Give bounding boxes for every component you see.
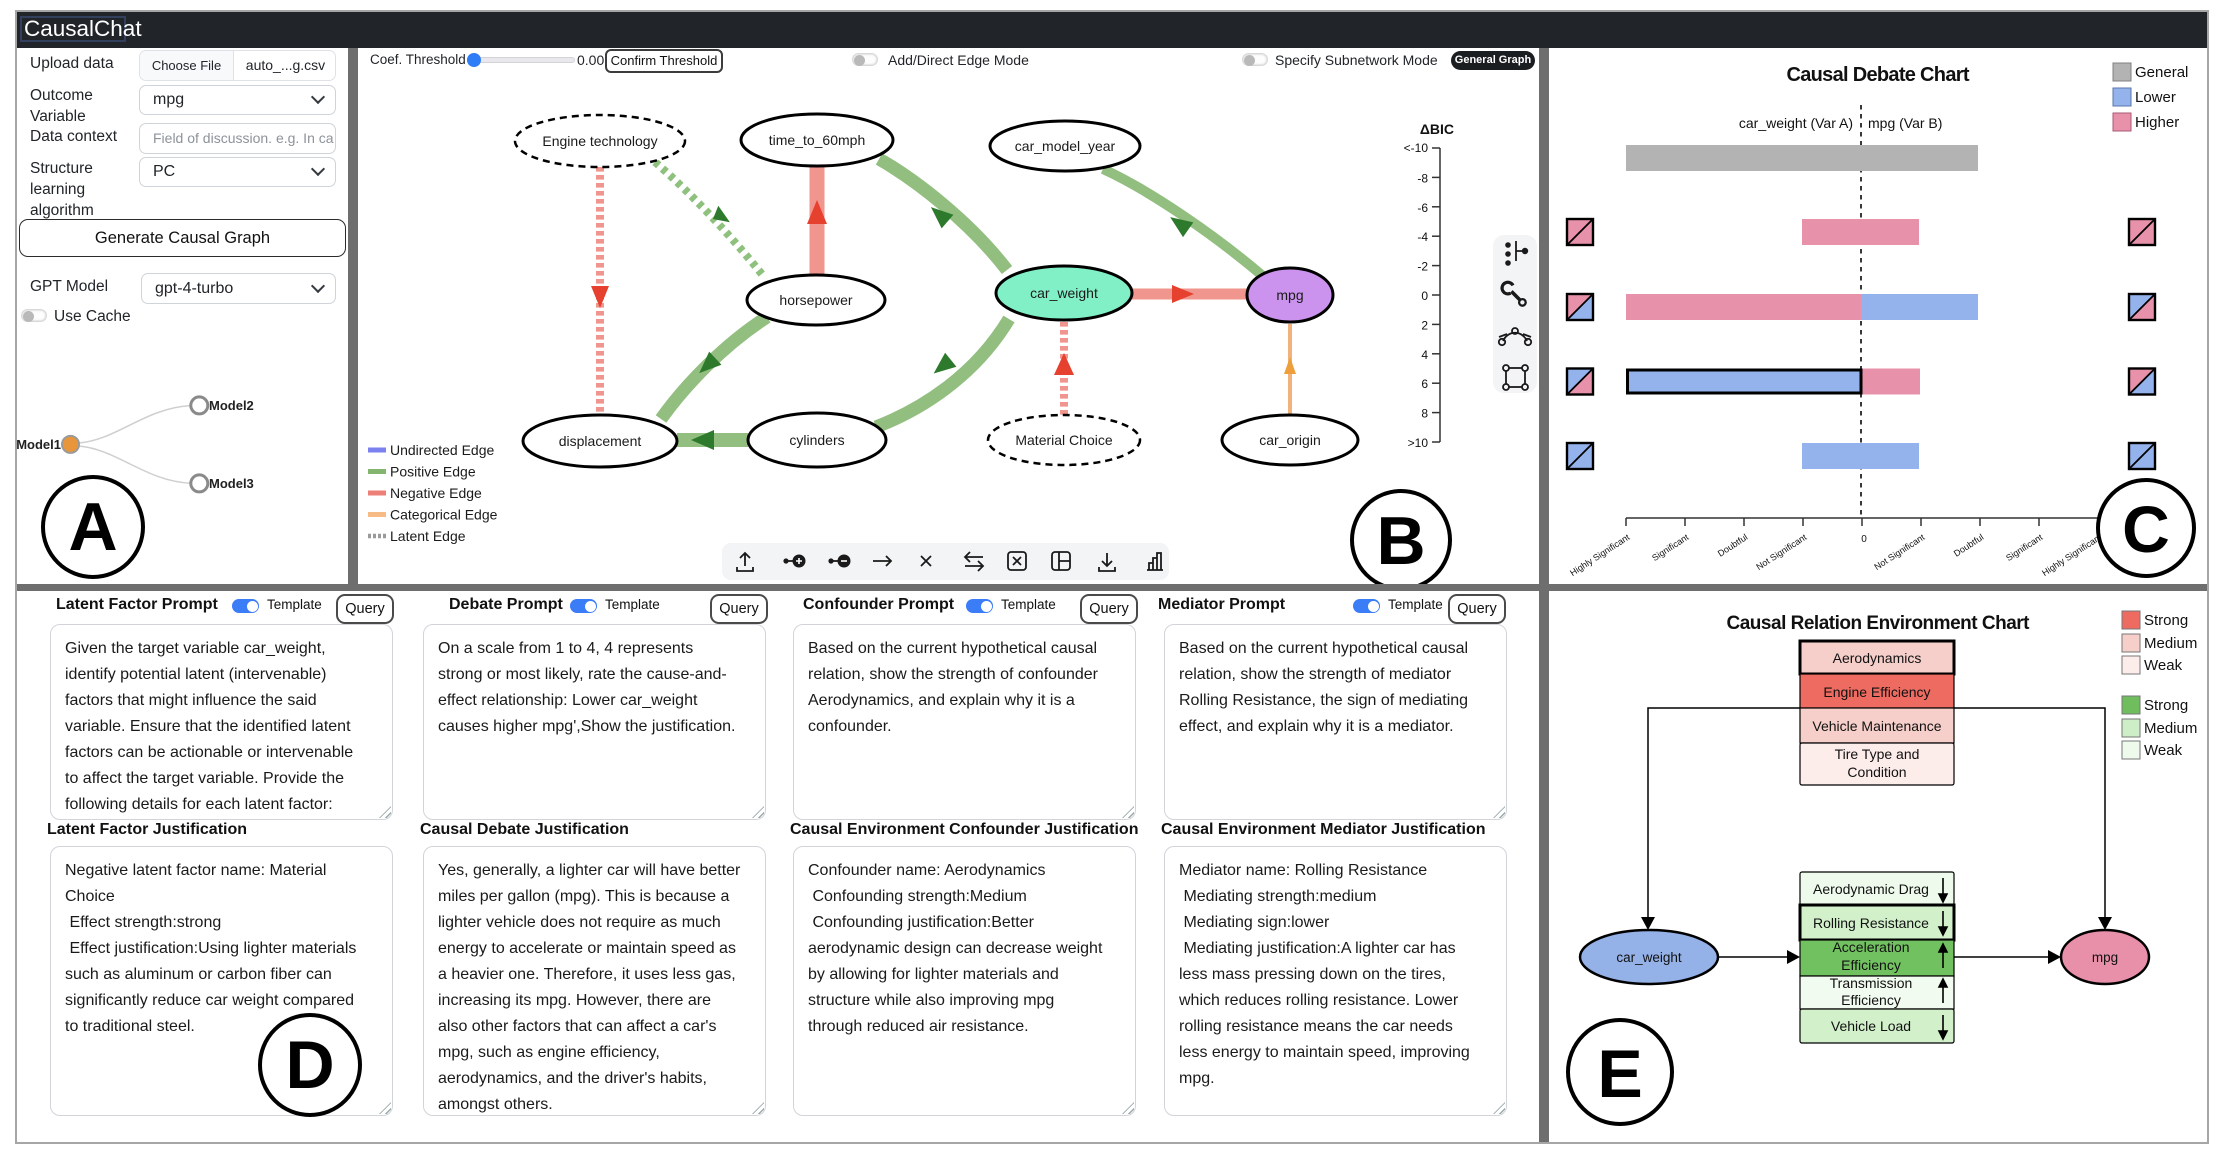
svg-text:>10: >10 [1408, 436, 1429, 450]
svg-text:8: 8 [1421, 407, 1428, 421]
svg-text:Efficiency: Efficiency [1841, 957, 1901, 973]
svg-text:car_model_year: car_model_year [1015, 138, 1116, 154]
svg-text:Weak: Weak [2144, 657, 2183, 674]
svg-text:mpg (Var B): mpg (Var B) [1868, 115, 1942, 131]
svg-text:Causal Debate Chart: Causal Debate Chart [1787, 64, 1970, 86]
svg-text:Model1: Model1 [17, 437, 61, 452]
svg-text:4: 4 [1421, 348, 1428, 362]
svg-text:<-10: <-10 [1404, 141, 1429, 155]
svg-text:Negative Edge: Negative Edge [390, 485, 482, 501]
svg-text:mpg: mpg [2092, 950, 2118, 965]
svg-text:Model2: Model2 [209, 398, 254, 413]
svg-text:Vehicle Maintenance: Vehicle Maintenance [1812, 718, 1941, 734]
svg-text:Not Significant: Not Significant [1754, 532, 1809, 572]
svg-text:mpg: mpg [1276, 287, 1303, 303]
svg-text:Significant: Significant [2004, 532, 2045, 563]
svg-text:car_weight: car_weight [1030, 285, 1098, 301]
svg-text:Highly Significant: Highly Significant [2040, 532, 2104, 578]
svg-text:displacement: displacement [559, 433, 642, 449]
svg-text:2: 2 [1421, 318, 1428, 332]
svg-text:Aerodynamics: Aerodynamics [1833, 650, 1922, 666]
svg-text:B: B [1376, 503, 1425, 579]
svg-text:Engine technology: Engine technology [542, 133, 657, 149]
svg-text:ΔBIC: ΔBIC [1420, 121, 1454, 137]
svg-text:Tire Type and: Tire Type and [1835, 746, 1920, 762]
svg-text:Aerodynamic Drag: Aerodynamic Drag [1813, 881, 1929, 897]
svg-text:Acceleration: Acceleration [1832, 939, 1909, 955]
svg-text:Lower: Lower [2135, 89, 2176, 106]
svg-text:C: C [2122, 492, 2170, 566]
svg-text:Strong: Strong [2144, 697, 2188, 714]
svg-text:Not Significant: Not Significant [1872, 532, 1927, 572]
svg-text:Transmission: Transmission [1830, 975, 1913, 991]
svg-text:cylinders: cylinders [789, 432, 844, 448]
svg-text:Higher: Higher [2135, 114, 2179, 131]
svg-text:Weak: Weak [2144, 742, 2183, 759]
svg-text:Rolling Resistance: Rolling Resistance [1813, 915, 1929, 931]
svg-text:Engine Efficiency: Engine Efficiency [1823, 684, 1930, 700]
svg-text:Latent Edge: Latent Edge [390, 528, 466, 544]
svg-text:Highly Significant: Highly Significant [1568, 532, 1632, 578]
svg-text:car_origin: car_origin [1259, 432, 1320, 448]
svg-text:Significant: Significant [1650, 532, 1691, 563]
svg-text:Medium: Medium [2144, 635, 2197, 652]
svg-text:Condition: Condition [1847, 764, 1906, 780]
svg-text:Doubtful: Doubtful [1716, 532, 1750, 559]
svg-text:E: E [1597, 1036, 1642, 1112]
svg-text:Model3: Model3 [209, 476, 254, 491]
svg-text:-4: -4 [1417, 230, 1428, 244]
svg-text:Medium: Medium [2144, 720, 2197, 737]
svg-text:-8: -8 [1417, 171, 1428, 185]
svg-text:horsepower: horsepower [779, 292, 852, 308]
svg-text:Positive Edge: Positive Edge [390, 464, 476, 480]
svg-text:Efficiency: Efficiency [1841, 992, 1901, 1008]
svg-text:-2: -2 [1417, 260, 1428, 274]
svg-text:0: 0 [1861, 534, 1867, 545]
svg-text:Doubtful: Doubtful [1952, 532, 1986, 559]
svg-text:Strong: Strong [2144, 612, 2188, 629]
svg-text:0: 0 [1421, 289, 1428, 303]
svg-text:car_weight (Var A): car_weight (Var A) [1739, 115, 1853, 131]
svg-text:car_weight: car_weight [1616, 950, 1682, 965]
svg-text:-6: -6 [1417, 201, 1428, 215]
svg-text:Undirected Edge: Undirected Edge [390, 442, 495, 458]
svg-text:time_to_60mph: time_to_60mph [769, 132, 866, 148]
svg-text:Causal Relation Environment Ch: Causal Relation Environment Chart [1727, 613, 2031, 634]
svg-text:Categorical Edge: Categorical Edge [390, 507, 498, 523]
svg-text:6: 6 [1421, 377, 1428, 391]
svg-text:Vehicle Load: Vehicle Load [1831, 1018, 1911, 1034]
svg-text:Material Choice: Material Choice [1015, 432, 1112, 448]
svg-text:General: General [2135, 64, 2188, 81]
